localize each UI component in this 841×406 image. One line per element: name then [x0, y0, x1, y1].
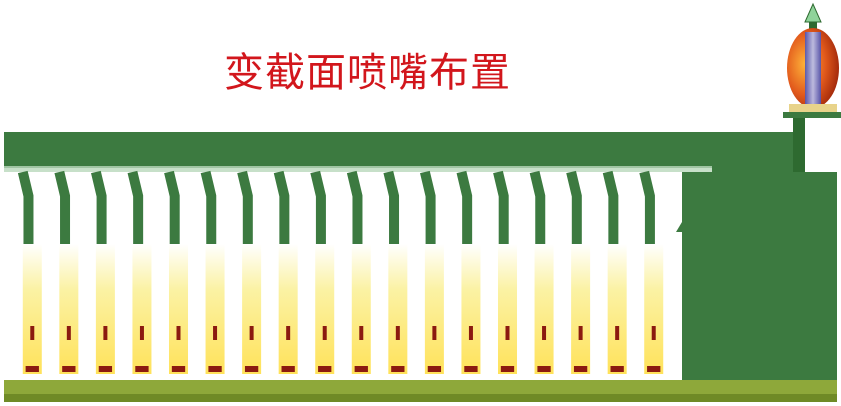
spray-jet: [571, 244, 591, 374]
spray-jet: [22, 244, 42, 374]
nozzle: [537, 366, 551, 372]
nozzle: [464, 366, 478, 372]
nozzle: [500, 366, 515, 372]
nozzle: [391, 366, 405, 372]
nozzle-tip: [395, 326, 400, 340]
nozzle: [244, 366, 259, 372]
nozzle: [281, 366, 295, 372]
diagram-title: 变截面喷嘴布置: [224, 50, 511, 96]
spray-jet: [497, 244, 518, 374]
nozzle-tip: [468, 326, 473, 340]
spray-jet: [534, 244, 554, 374]
spray-jet: [351, 244, 371, 374]
branch-pipe: [91, 170, 107, 252]
nozzle-tip: [432, 326, 437, 340]
spray-jet: [607, 244, 627, 374]
nozzle: [25, 366, 39, 372]
nozzle: [354, 366, 368, 372]
nozzle: [573, 366, 588, 372]
nozzle: [318, 366, 332, 372]
branch-pipe: [237, 170, 253, 252]
nozzle-tip: [213, 326, 218, 340]
branch-pipe: [310, 170, 326, 252]
branch-pipe: [639, 170, 655, 252]
branch-pipe: [200, 170, 217, 252]
spray-jet: [242, 244, 262, 374]
nozzle-tip: [322, 326, 327, 340]
nozzle-tip: [286, 326, 291, 340]
riser-pipe: [712, 132, 800, 172]
nozzle: [208, 366, 222, 372]
nozzle-tip: [66, 326, 71, 340]
spray-jet: [644, 244, 664, 374]
nozzle-tip: [359, 326, 364, 340]
branch-pipe: [273, 170, 290, 252]
nozzle: [647, 366, 661, 372]
branch-pipe: [346, 170, 363, 252]
floor-strip-shade: [4, 394, 837, 402]
spray-jet: [388, 244, 408, 374]
nozzle: [427, 366, 442, 372]
nozzle-tip: [30, 326, 35, 340]
spray-jet: [59, 244, 79, 374]
nozzle-tip: [249, 326, 254, 340]
spray-jet: [132, 244, 152, 374]
nozzle-row: [25, 326, 661, 372]
nozzle: [610, 366, 624, 372]
nozzle-tip: [651, 326, 656, 340]
nozzle-tip: [176, 326, 181, 340]
branch-pipe: [17, 170, 34, 252]
nozzle: [171, 366, 186, 372]
spray-jet: [205, 244, 225, 374]
nozzle: [62, 366, 76, 372]
branch-pipe: [456, 170, 473, 252]
branch-pipe: [529, 170, 546, 252]
spray-jet: [461, 244, 481, 374]
branch-pipe: [383, 170, 400, 252]
header-pipe: [4, 132, 712, 168]
nozzle: [98, 366, 113, 372]
nozzle-tip: [542, 326, 547, 340]
side-wall-slope: [676, 172, 712, 232]
branch-pipes: [17, 170, 655, 252]
branch-pipe: [420, 170, 436, 252]
spray-jet: [315, 244, 335, 374]
spray-jet: [168, 244, 189, 374]
nozzle-tip: [505, 326, 510, 340]
spray-curtain: [22, 244, 664, 374]
nozzle-tip: [103, 326, 108, 340]
branch-pipe: [602, 170, 619, 252]
branch-pipe: [164, 170, 180, 252]
nozzle-tip: [139, 326, 144, 340]
spray-jet: [278, 244, 298, 374]
nozzle: [135, 366, 149, 372]
nozzle-tip: [615, 326, 620, 340]
riser-column: [793, 112, 805, 176]
nozzle-tip: [578, 326, 583, 340]
branch-pipe: [54, 170, 71, 252]
supply-tank-icon: [783, 2, 841, 118]
branch-pipe: [566, 170, 582, 252]
spray-jet: [424, 244, 444, 374]
spray-jet: [95, 244, 115, 374]
branch-pipe: [127, 170, 144, 252]
branch-pipe: [493, 170, 509, 252]
header-pipe-highlight: [4, 166, 712, 172]
